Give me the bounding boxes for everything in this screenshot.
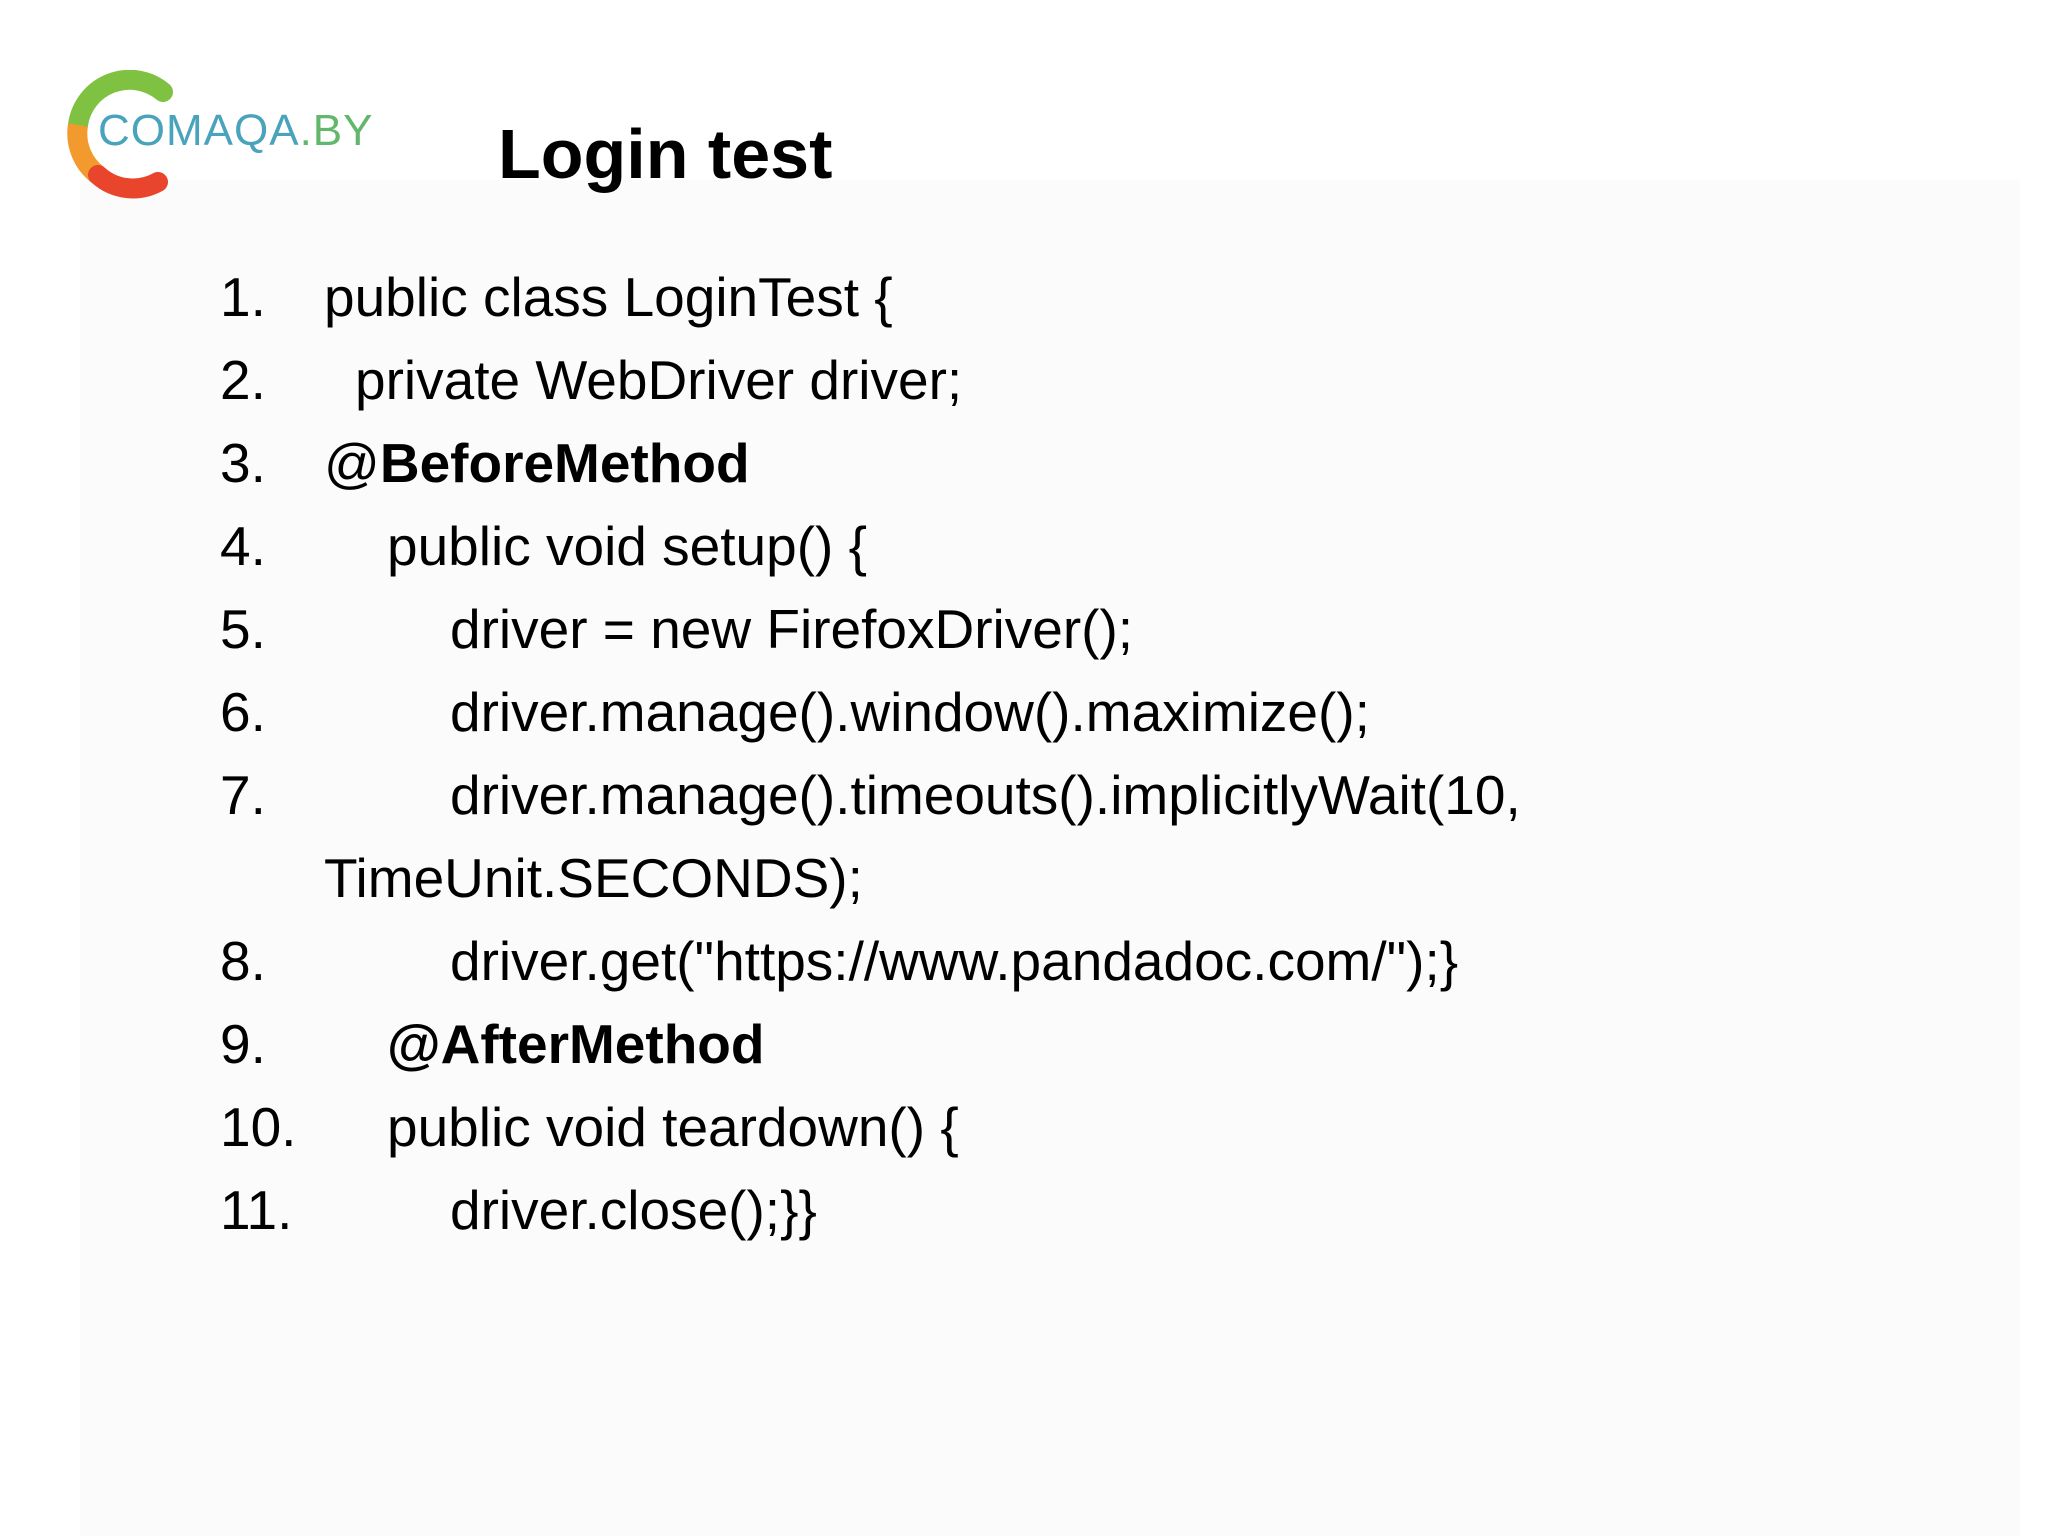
line-number: 4. (220, 515, 266, 577)
code-text: public void setup() { (387, 515, 867, 577)
code-annotation: @AfterMethod (387, 1013, 765, 1075)
code-text: public void teardown() { (387, 1096, 959, 1158)
logo-text: COMAQA.BY (98, 106, 374, 156)
line-number: 9. (220, 1013, 266, 1075)
annotation-name: BeforeMethod (379, 432, 750, 494)
code-text: driver.close();}} (450, 1179, 817, 1241)
code-text: driver.manage().timeouts().implicitlyWai… (450, 764, 1521, 826)
logo-ring-icon (67, 70, 173, 199)
line-number: 11. (220, 1179, 293, 1241)
code-text: driver.get("https://www.pandadoc.com/");… (450, 930, 1459, 992)
line-number: 7. (220, 764, 266, 826)
code-text: private WebDriver driver; (355, 349, 963, 411)
logo-text-main: COMAQA (98, 106, 300, 155)
code-text-continuation: TimeUnit.SECONDS); (324, 847, 863, 909)
comaqa-logo: COMAQA.BY (58, 70, 398, 200)
annotation-prefix: @ (324, 432, 380, 494)
code-text: driver.manage().window().maximize(); (450, 681, 1370, 743)
slide-background (80, 180, 2020, 1536)
line-number: 6. (220, 681, 266, 743)
slide-title: Login test (498, 115, 833, 193)
line-number: 1. (220, 266, 266, 328)
code-text: public class LoginTest { (324, 266, 893, 328)
line-number: 10. (220, 1096, 297, 1158)
line-number: 3. (220, 432, 266, 494)
code-text: driver = new FirefoxDriver(); (450, 598, 1134, 660)
line-number: 2. (220, 349, 266, 411)
code-annotation: @BeforeMethod (324, 422, 750, 505)
line-number: 8. (220, 930, 266, 992)
line-number: 5. (220, 598, 266, 660)
logo-text-suffix: .BY (299, 106, 374, 155)
